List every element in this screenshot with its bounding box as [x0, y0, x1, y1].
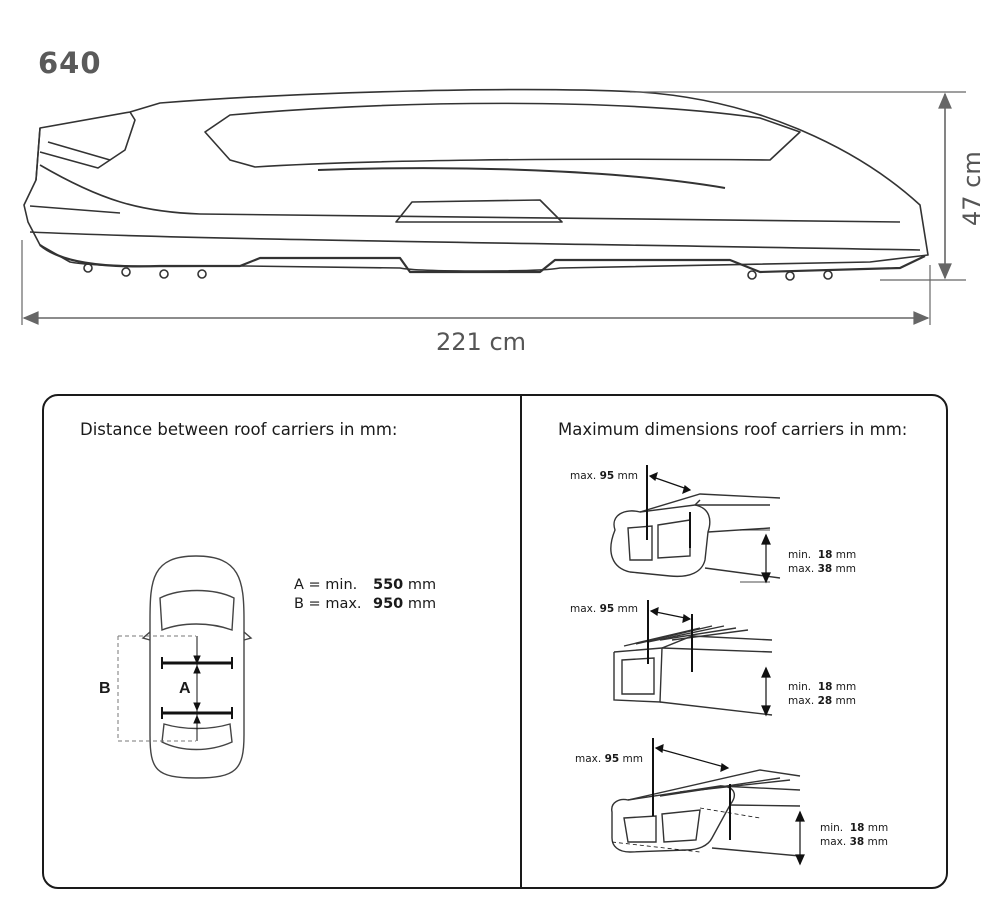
marker-a: A — [179, 680, 191, 697]
spec-a-label: A = min. — [294, 577, 358, 593]
carrier-profile-3 — [611, 769, 801, 857]
info-panel — [42, 394, 948, 889]
carrier-1-width-label: max. 95 mm — [570, 470, 638, 482]
panel-divider — [520, 395, 522, 888]
spec-b-value: 950 mm — [373, 596, 437, 612]
model-number: 640 — [38, 46, 102, 80]
carrier-2-height-label: min. 18 mm max. 28 mm — [788, 681, 857, 707]
right-panel-title: Maximum dimensions roof carriers in mm: — [558, 420, 908, 439]
length-dimension-label: 221 cm — [436, 328, 527, 356]
marker-b: B — [99, 680, 111, 697]
carrier-3-height-label: min. 18 mm max. 38 mm — [820, 822, 889, 848]
carrier-profile-1 — [610, 493, 781, 579]
carrier-1-height-label: min. 18 mm max. 38 mm — [788, 549, 857, 575]
spec-a-value: 550 mm — [373, 577, 437, 593]
carrier-profile-2 — [613, 614, 773, 716]
left-panel-title: Distance between roof carriers in mm: — [80, 420, 398, 439]
carrier-3-width-label: max. 95 mm — [575, 753, 643, 765]
spec-b-label: B = max. — [294, 596, 362, 612]
carrier-2-width-label: max. 95 mm — [570, 603, 638, 615]
